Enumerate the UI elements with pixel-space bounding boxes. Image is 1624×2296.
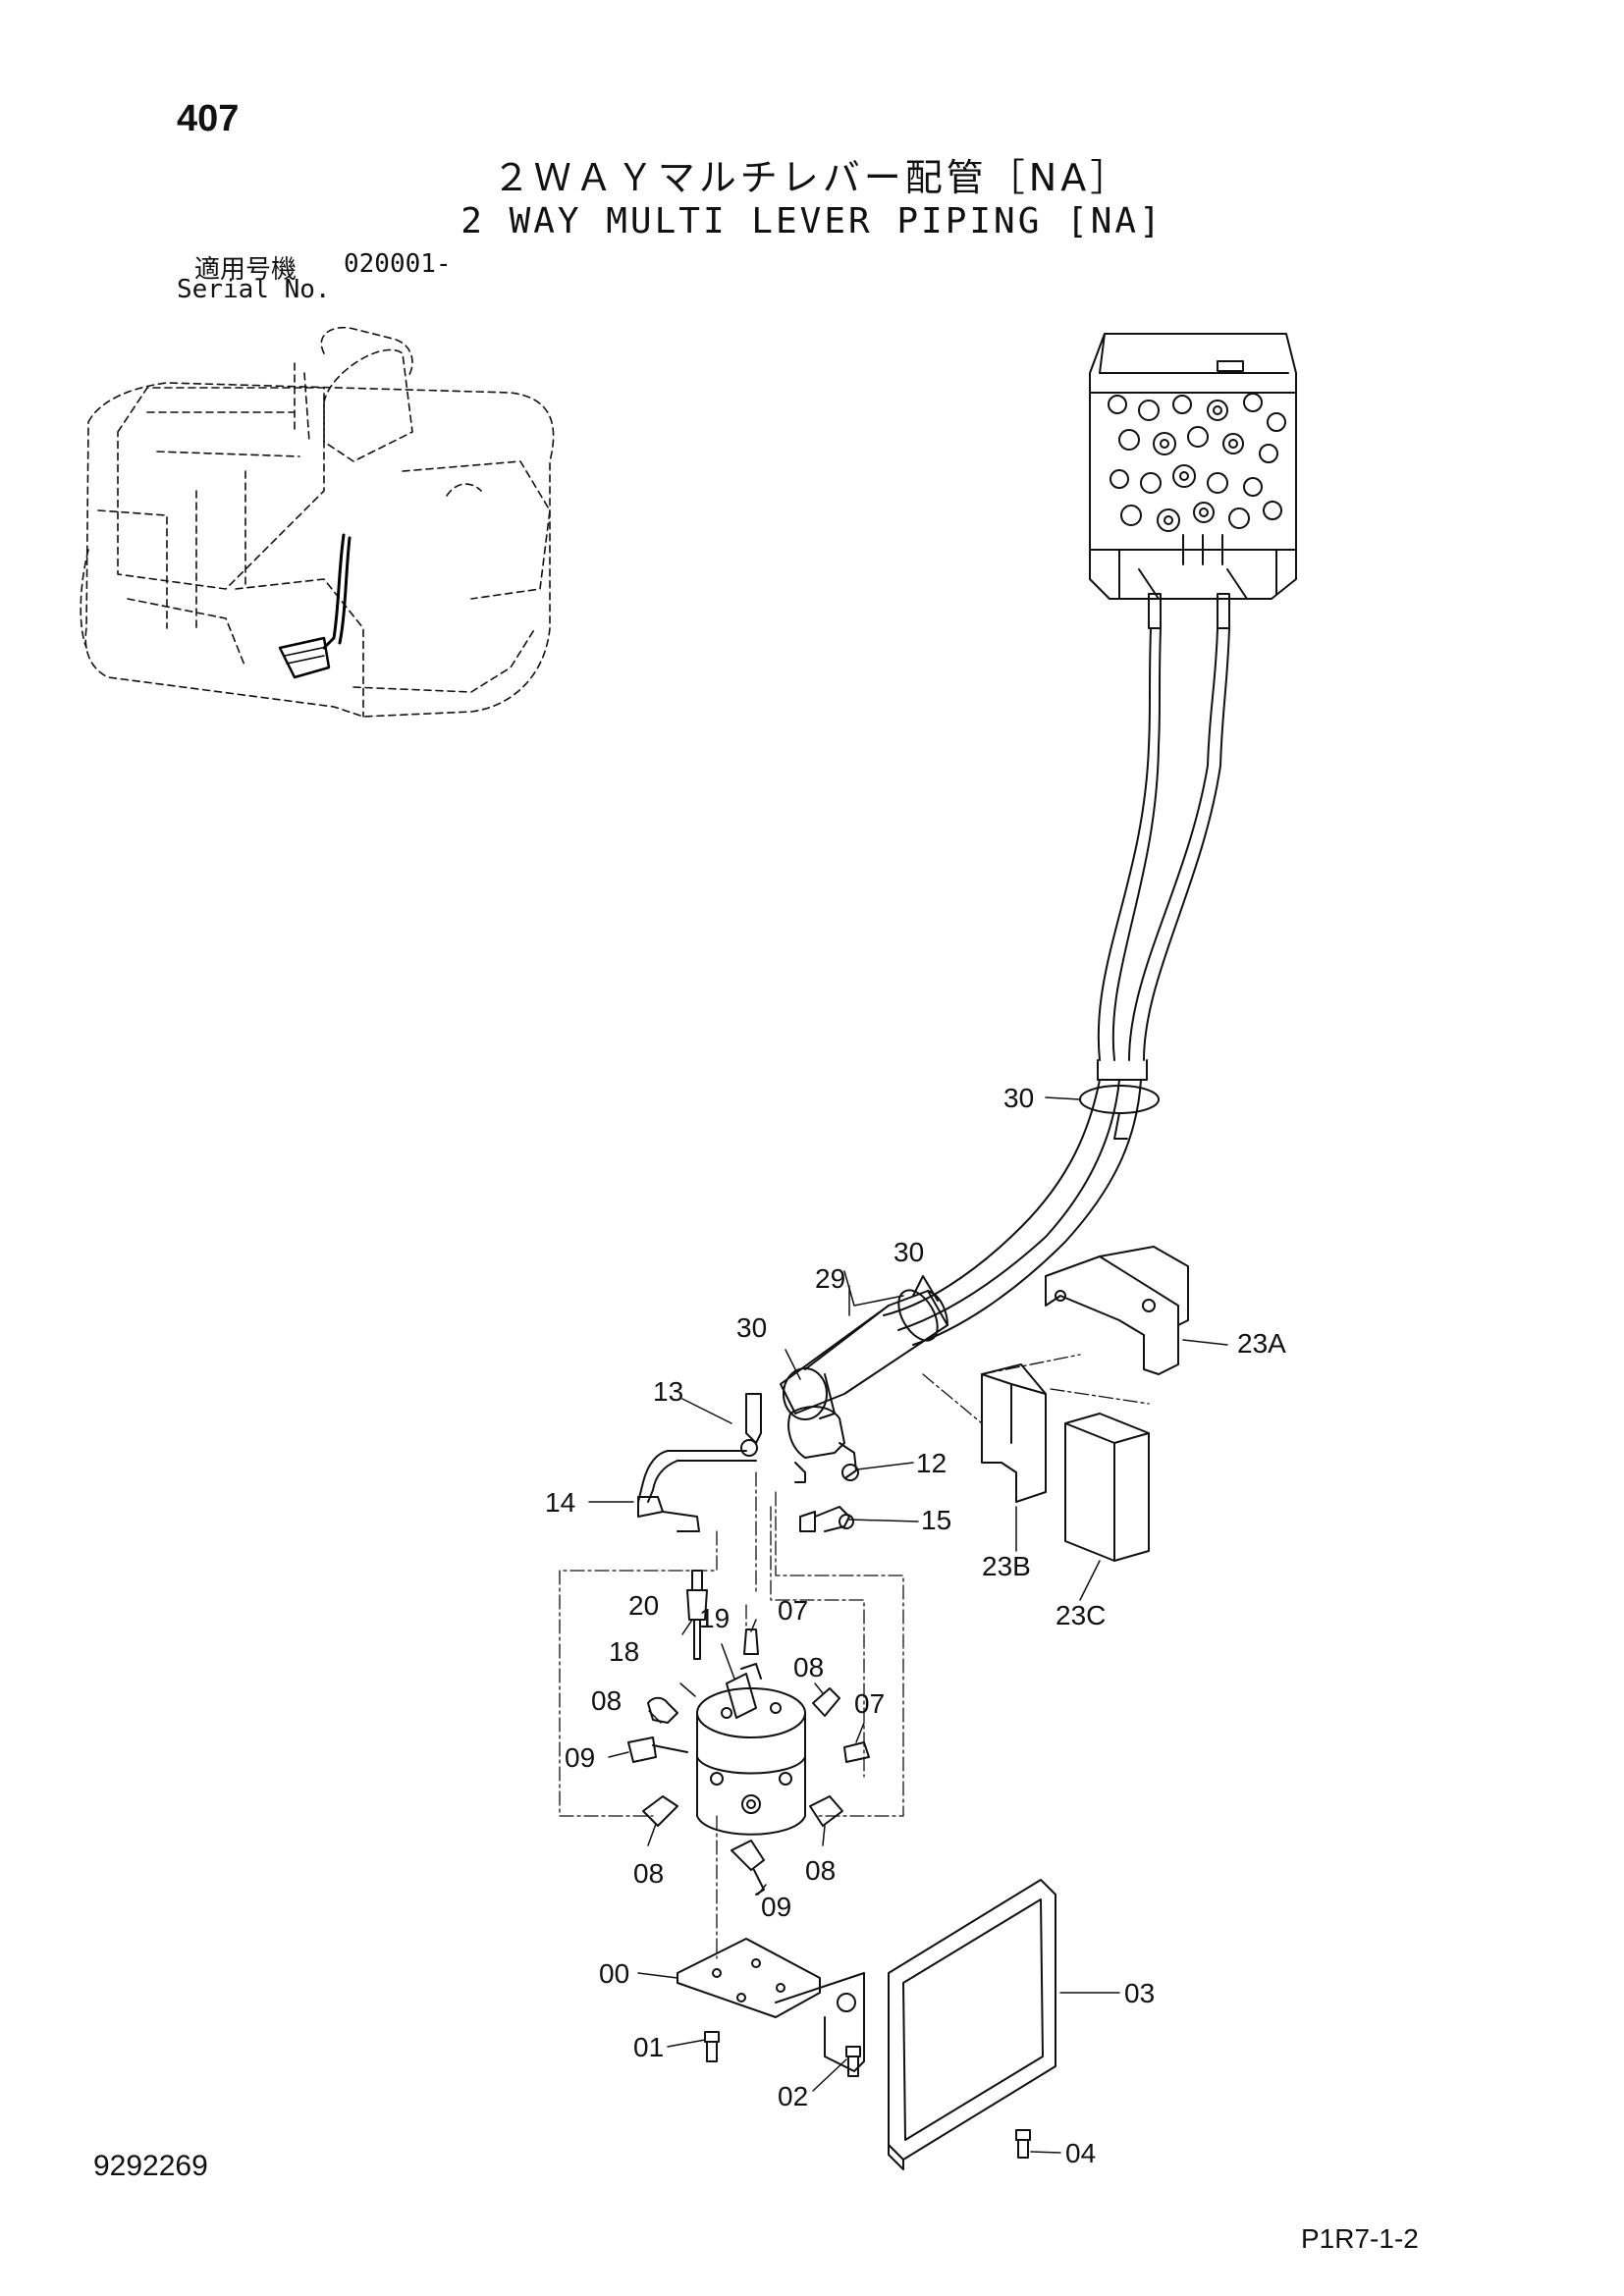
callout-04: 04	[1065, 2138, 1096, 2168]
callout-09-left: 09	[565, 1742, 595, 1773]
callout-03: 03	[1124, 1978, 1155, 2008]
callout-08-right-upper: 08	[793, 1652, 824, 1682]
pilot-hoses	[883, 593, 1230, 1346]
callout-01: 01	[633, 2032, 664, 2062]
pad-23C	[1064, 1413, 1150, 1562]
distributor-fittings	[627, 1570, 870, 1896]
pipe-fittings-upper	[637, 1393, 859, 1532]
callout-02: 02	[778, 2081, 808, 2111]
bolt-04	[1015, 2129, 1031, 2159]
serial-number: 020001-	[344, 249, 452, 279]
page-reference: P1R7-1-2	[1301, 2223, 1419, 2254]
callout-leaders	[588, 1096, 1228, 2154]
callout-23B: 23B	[982, 1551, 1031, 1581]
pilot-valve-block	[1089, 333, 1297, 600]
callout-30-left: 30	[736, 1312, 767, 1343]
callout-30-right: 30	[893, 1237, 924, 1267]
drawing-number: 9292269	[93, 2150, 208, 2182]
callout-09-lower: 09	[761, 1892, 791, 1922]
callout-07-upper: 07	[778, 1595, 808, 1626]
distributor-block	[696, 1663, 806, 1836]
bolts-01-02	[704, 2031, 861, 2077]
pad-23B	[981, 1363, 1047, 1503]
title-english: 2 WAY MULTI LEVER PIPING [NA]	[460, 201, 1164, 241]
bracket-23A	[1045, 1246, 1189, 1375]
callout-12: 12	[916, 1448, 947, 1478]
callout-08-right-lower: 08	[805, 1855, 836, 1886]
callout-15: 15	[921, 1505, 951, 1535]
highlighted-lever-piping	[278, 533, 352, 679]
cover-03	[888, 1879, 1056, 2170]
serial-label-japanese: 適用号機	[194, 255, 298, 285]
callout-30-upper: 30	[1003, 1083, 1034, 1113]
hose-protector-29	[780, 1275, 948, 1420]
callout-00: 00	[599, 1958, 629, 1989]
callout-18: 18	[609, 1636, 639, 1667]
assembly-leaders	[559, 1354, 1150, 1959]
mounting-bracket-00	[677, 1938, 865, 2072]
callout-13: 13	[653, 1376, 683, 1407]
serial-label-english: Serial No.	[177, 275, 331, 304]
title-japanese: ２ＷＡＹマルチレバー配管［NA］	[492, 156, 1132, 199]
callout-23A: 23A	[1237, 1328, 1286, 1359]
callout-29: 29	[815, 1263, 845, 1294]
callout-08-left-upper: 08	[591, 1685, 622, 1716]
cab-overview-inset	[80, 327, 555, 718]
callout-labels: 30 30 29 30 13 23A 12 14 15 23B 23C 20 1…	[545, 1083, 1286, 2168]
callout-14: 14	[545, 1487, 575, 1518]
callout-20: 20	[628, 1590, 659, 1621]
callout-23C: 23C	[1056, 1600, 1106, 1630]
page-number: 407	[177, 98, 240, 139]
callout-19: 19	[699, 1603, 730, 1633]
callout-08-left-lower: 08	[633, 1858, 664, 1889]
callout-07-right: 07	[854, 1688, 885, 1719]
